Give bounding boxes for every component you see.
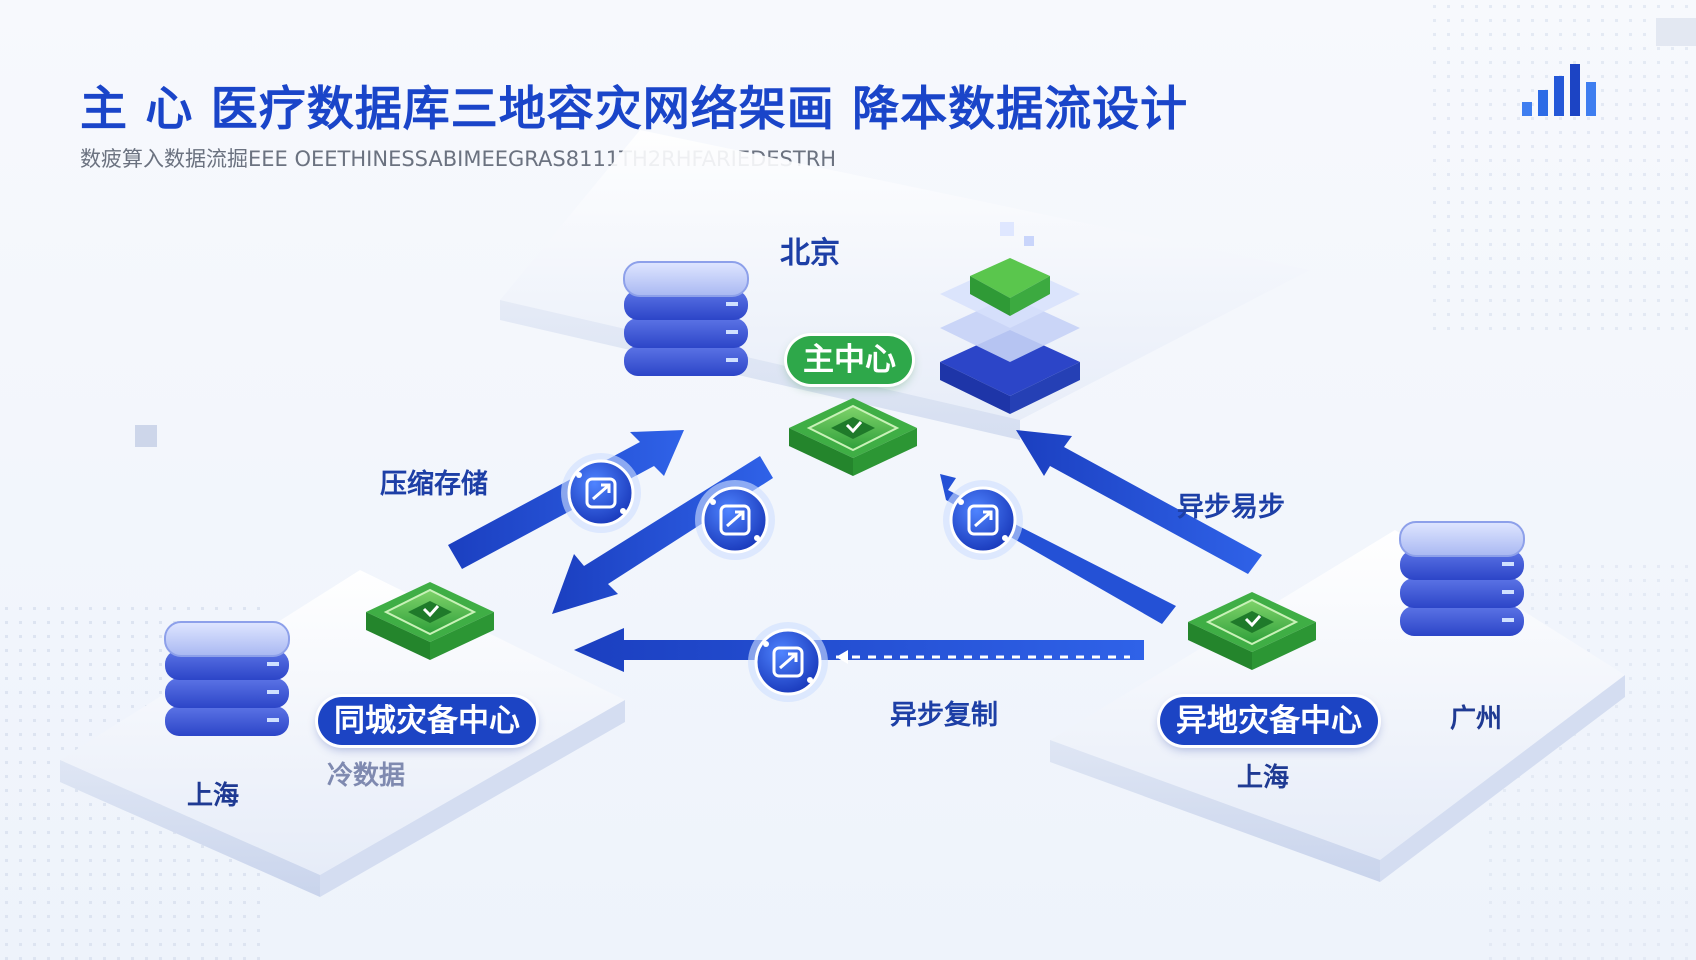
arrow-remote-to-main-upper xyxy=(1016,430,1262,574)
main-city-label: 北京 xyxy=(780,236,840,271)
server-stack-icon xyxy=(623,261,749,377)
server-stack-icon xyxy=(1399,521,1525,637)
async-copy-label: 异步复制 xyxy=(890,700,998,731)
bar-chart-icon xyxy=(1522,64,1596,116)
remote-city-label: 广州 xyxy=(1450,704,1503,734)
cube-stack-icon xyxy=(940,222,1080,414)
compress-storage-label: 压缩存储 xyxy=(380,469,488,500)
same-city-center-badge: 同城灾备中心 xyxy=(318,697,536,745)
remote-location-label: 上海 xyxy=(1237,763,1290,793)
async-sync-label: 异步易步 xyxy=(1177,492,1285,523)
server-stack-icon xyxy=(164,621,290,737)
remote-center-badge: 异地灾备中心 xyxy=(1160,697,1378,745)
platform-main xyxy=(500,130,1310,440)
arrow-remote-to-main-lower xyxy=(940,474,1176,624)
transfer-node-icon xyxy=(693,478,777,562)
cold-data-label: 冷数据 xyxy=(327,761,406,791)
page-title: 主 心 医疗数据库三地容灾网络架画 降本数据流设计 xyxy=(80,82,1189,137)
same-city-location-label: 上海 xyxy=(187,781,240,811)
main-center-badge: 主中心 xyxy=(787,336,912,384)
arrow-async-copy xyxy=(574,628,1144,672)
transfer-node-icon xyxy=(746,620,830,704)
transfer-node-icon xyxy=(559,451,643,535)
transfer-node-icon xyxy=(941,478,1025,562)
